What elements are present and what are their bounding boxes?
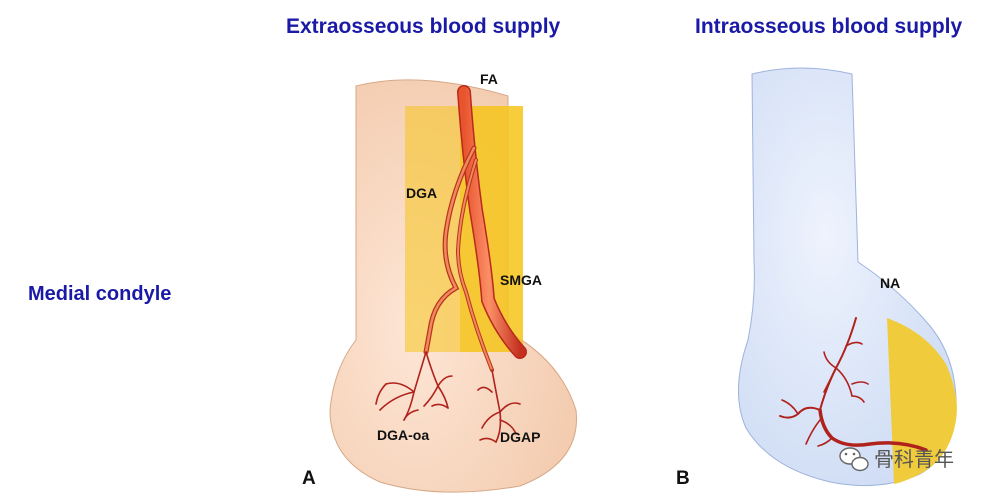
panel-letter-a: A: [302, 468, 316, 489]
panel-a: FA DGA SMGA DGA-oa DGAP A: [302, 71, 578, 493]
label-na: NA: [880, 275, 900, 291]
intraosseous-heading: Intraosseous blood supply: [695, 15, 963, 38]
nutrient-artery-branches: [779, 317, 928, 452]
dgap-branches: [477, 369, 521, 443]
panel-b: NA B 骨科青年: [676, 67, 957, 489]
wechat-icon: [839, 447, 869, 472]
label-dgap: DGAP: [500, 429, 540, 445]
label-dga-oa: DGA-oa: [377, 427, 429, 443]
label-smga: SMGA: [500, 272, 542, 288]
label-dga: DGA: [406, 185, 437, 201]
dga-oa-branches: [375, 351, 453, 421]
panel-letter-b: B: [676, 468, 690, 489]
watermark-text: 骨科青年: [874, 447, 954, 471]
medial-condyle-label: Medial condyle: [28, 283, 172, 305]
label-fa: FA: [480, 71, 498, 87]
extraosseous-heading: Extraosseous blood supply: [286, 15, 561, 38]
descending-genicular-artery: [423, 145, 494, 372]
